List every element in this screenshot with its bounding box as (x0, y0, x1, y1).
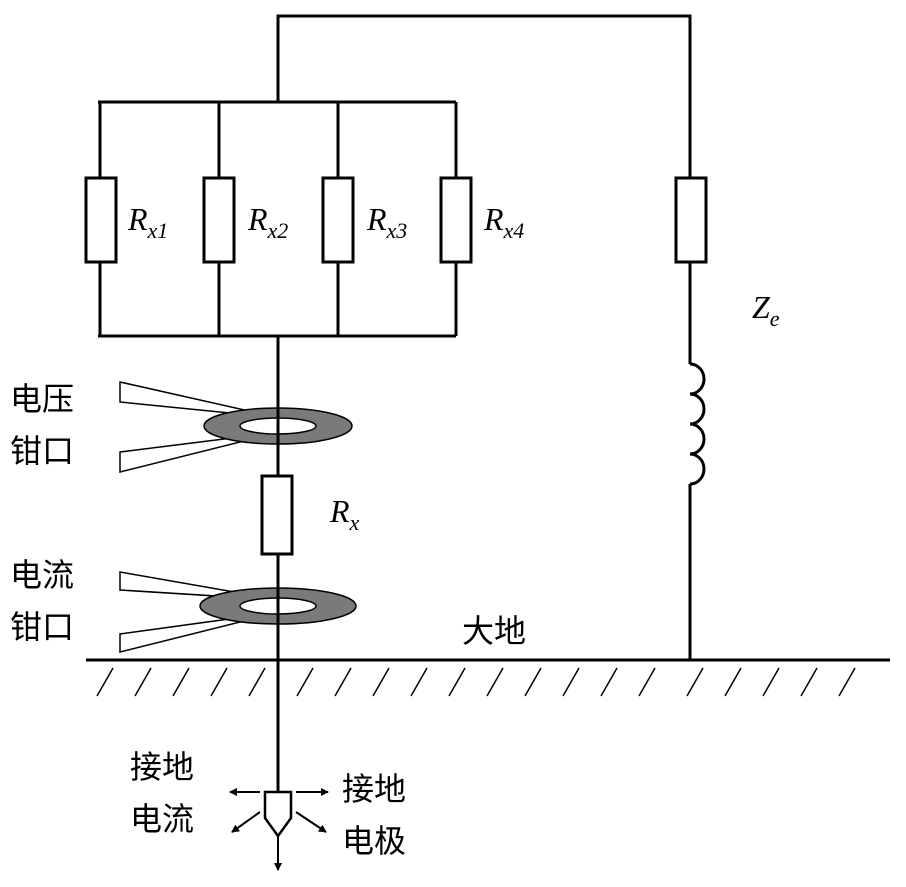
arrow-down-right (295, 811, 327, 833)
ground-electrode-label-2: 电极 (342, 822, 406, 860)
voltage-clamp-label-1: 电压 (10, 380, 74, 418)
label-rx1: Rx1 (127, 201, 168, 243)
label-ze: Ze (752, 289, 780, 331)
voltage-clamp-label-2: 钳口 (10, 432, 74, 470)
resistor-rx4 (439, 176, 473, 264)
ground-line (86, 658, 890, 697)
parallel-branches (84, 102, 473, 336)
current-clamp-label-1: 电流 (10, 556, 74, 594)
label-rx4: Rx4 (483, 201, 524, 243)
current-clamp (119, 571, 357, 653)
ground-label: 大地 (462, 612, 526, 650)
resistor-rx2 (202, 176, 236, 264)
current-clamp-label-2: 钳口 (10, 608, 74, 646)
ground-current-label-2: 电流 (130, 800, 194, 838)
ground-current-label-1: 接地 (130, 748, 194, 786)
ground-electrode-label-1: 接地 (342, 770, 406, 808)
ground-hatching (96, 667, 856, 697)
resistor-rx3 (321, 176, 355, 264)
resistor-rx1 (84, 176, 118, 264)
label-rx: Rx (329, 493, 360, 535)
top-wiring (98, 14, 692, 338)
resistor-ze (674, 176, 708, 264)
arrow-down-left (231, 811, 261, 833)
voltage-clamp (119, 381, 353, 473)
return-wire (276, 14, 692, 178)
impedance-ze (674, 176, 708, 660)
inductor-coil (689, 362, 706, 486)
resistor-rx (260, 474, 294, 556)
label-rx2: Rx2 (247, 201, 288, 243)
label-rx3: Rx3 (366, 201, 407, 243)
ground-electrode (229, 788, 329, 871)
